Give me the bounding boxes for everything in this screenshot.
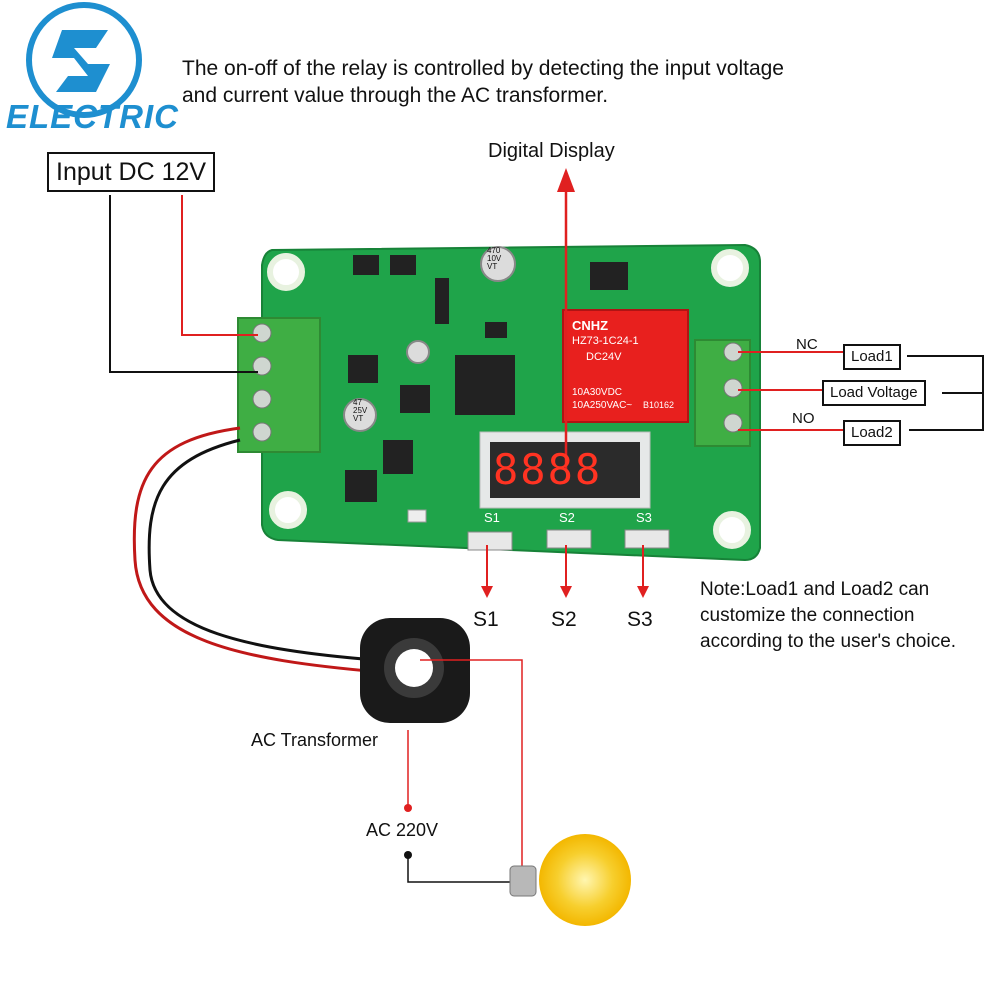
logo-icon [26,2,142,118]
light-bulb-icon [509,834,631,926]
no-label: NO [792,410,815,427]
brand-logo-text: ELECTRIC [6,98,179,135]
pcb-board [237,243,761,562]
load1-label: Load1 [843,344,901,370]
ac-transformer-icon [360,618,470,723]
note-text: Note:Load1 and Load2 can customize the c… [700,579,957,652]
relay-model: HZ73-1C24-1 [572,335,639,347]
s3-label: S3 [627,608,653,631]
silk-s1: S1 [484,510,500,525]
relay-coil: DC24V [586,351,622,363]
s3-arrow [637,545,649,598]
s1-arrow [481,545,493,598]
relay-code: B10162 [643,400,675,410]
load-voltage-label: Load Voltage [822,380,926,406]
relay-brand: CNHZ [572,318,609,333]
ac-transformer-label: AC Transformer [251,730,379,750]
silk-s2: S2 [559,510,575,525]
load2-label: Load2 [843,420,901,446]
relay-rating-ac: 10A250VAC~ [572,400,633,411]
input-dc-label: Input DC 12V [47,152,216,192]
capacitor-small-label: 47 25V VT [353,398,368,423]
description-text: The on-off of the relay is controlled by… [182,57,784,107]
s2-arrow [560,545,572,598]
nc-label: NC [796,336,818,353]
s1-label: S1 [473,608,499,631]
s2-label: S2 [551,608,577,631]
digital-display-digits: 8888 [493,445,603,494]
digital-display-label: Digital Display [488,140,615,162]
ac-220v-label: AC 220V [366,820,439,840]
relay-rating-dc: 10A30VDC [572,387,623,398]
silk-s3: S3 [636,510,652,525]
capacitor-large-label: 470 10V VT [487,246,502,271]
